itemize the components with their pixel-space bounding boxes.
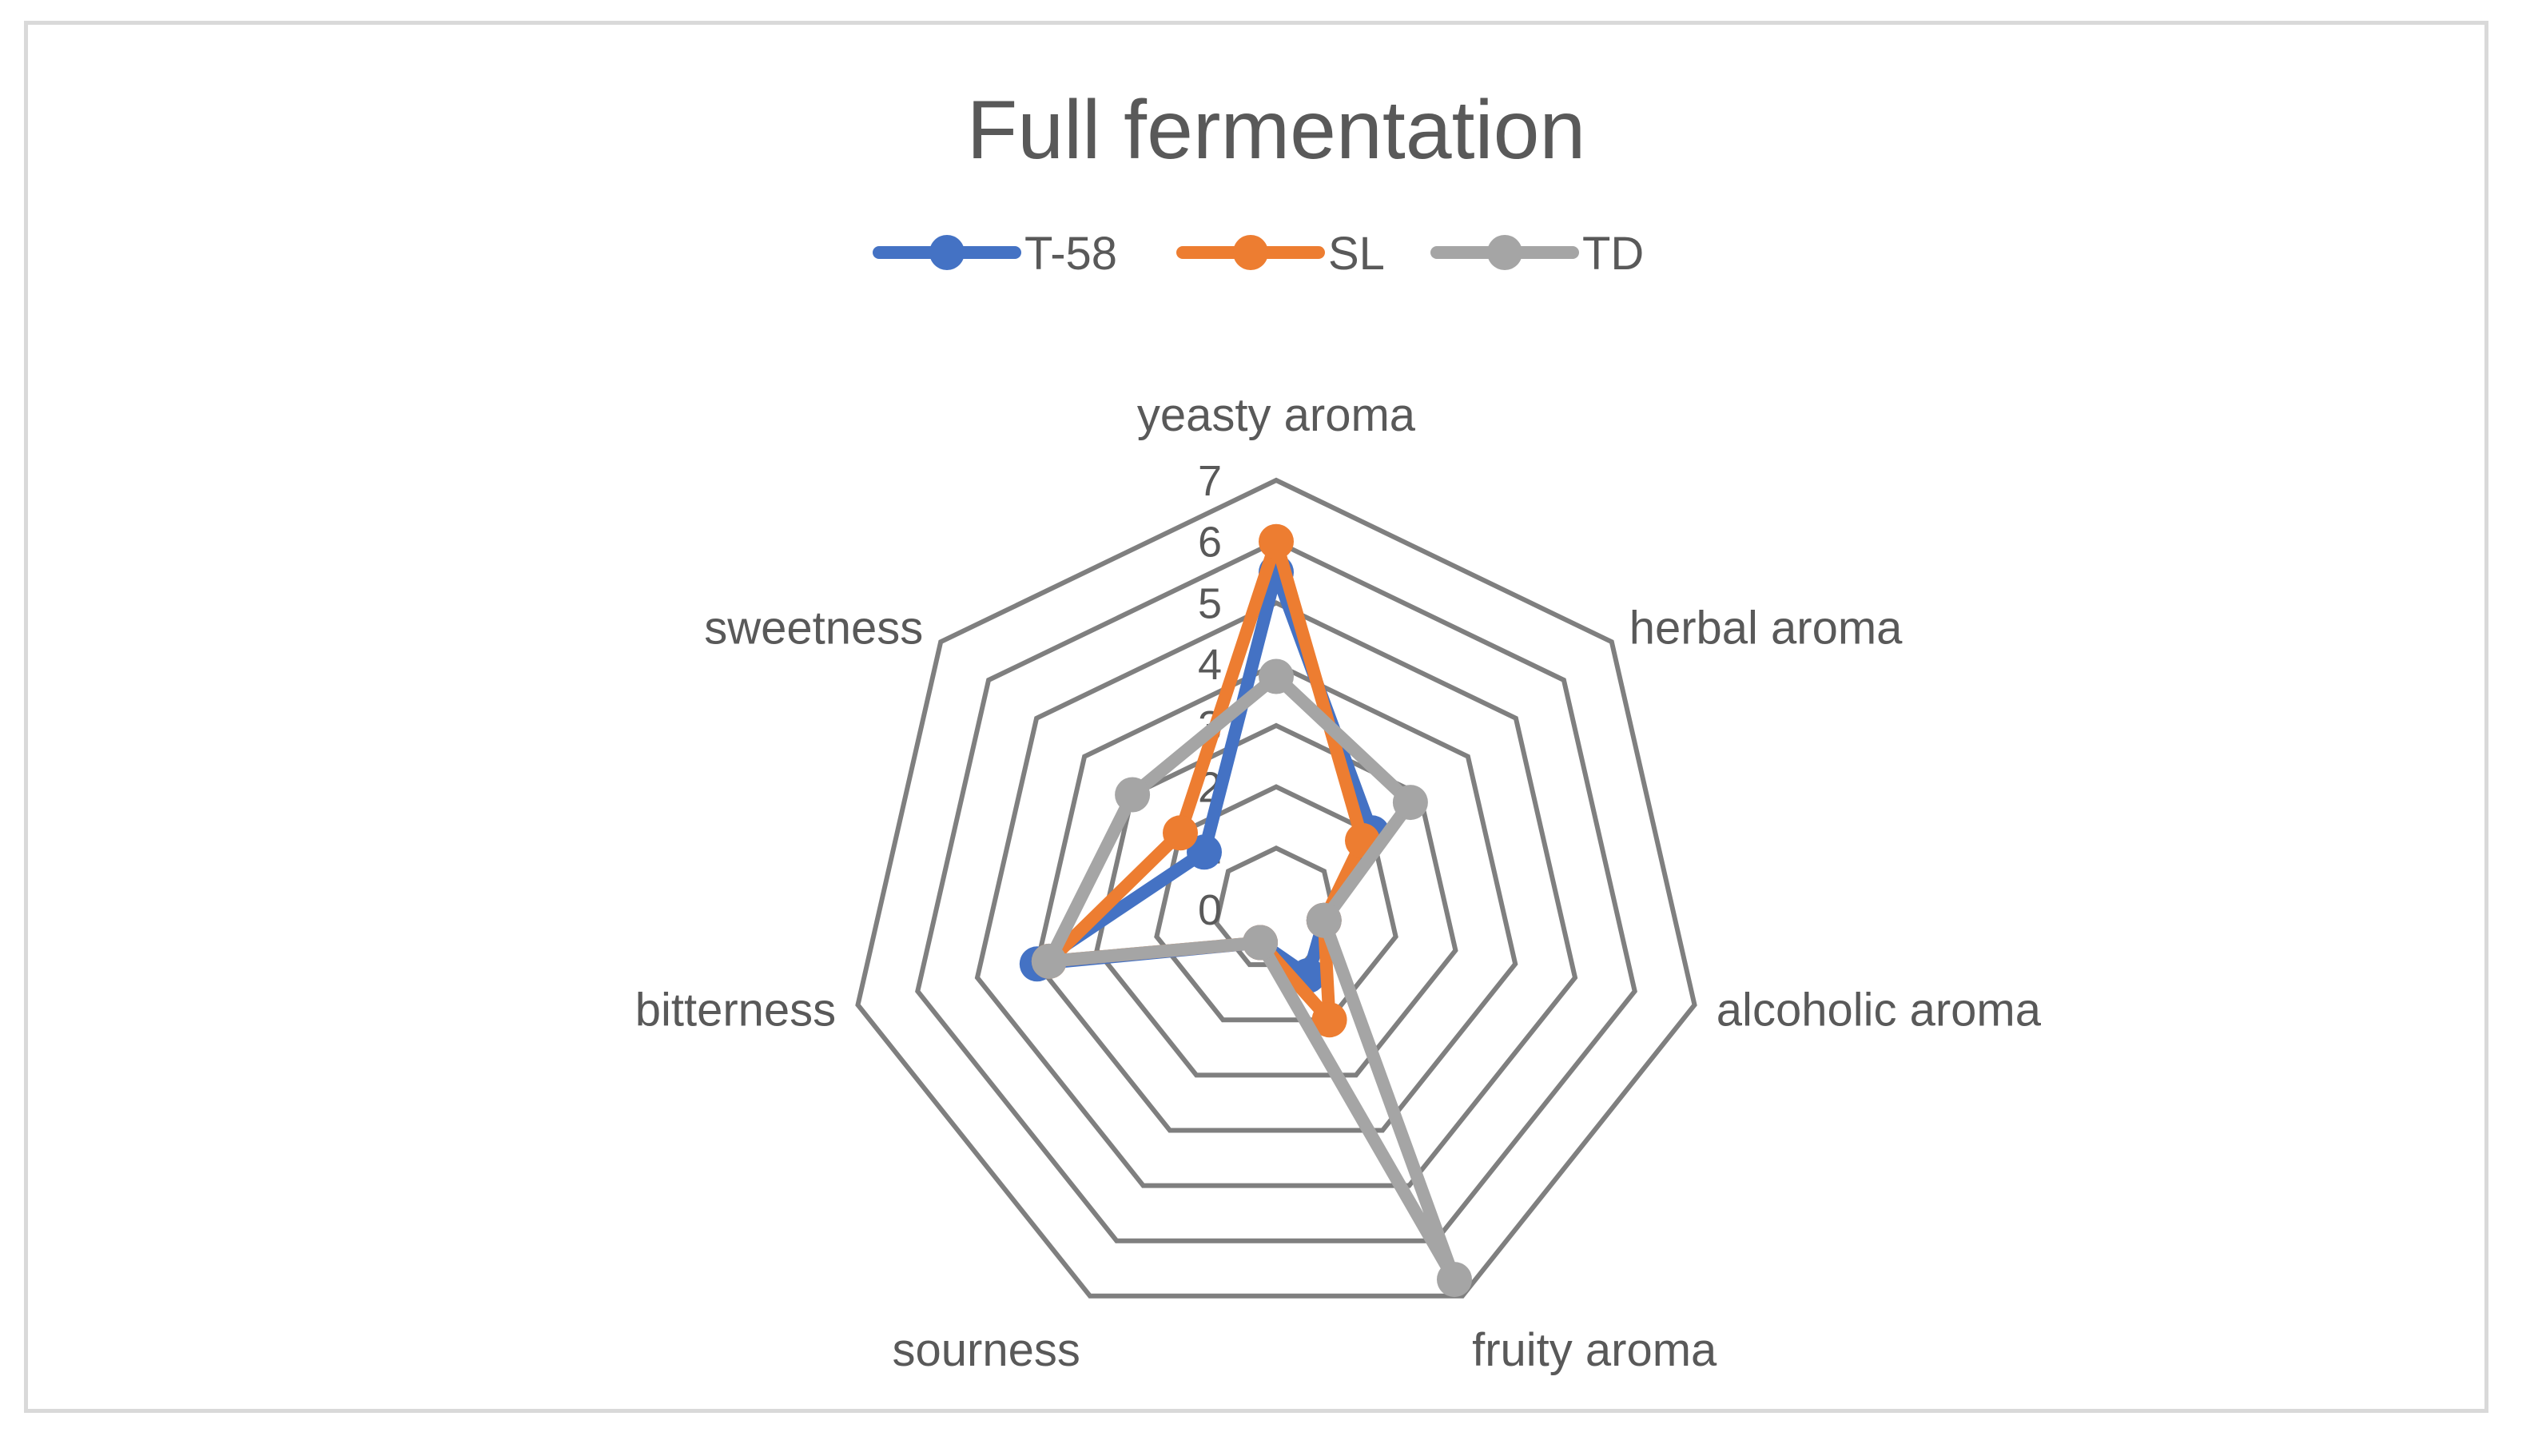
point-sl-yeasty-aroma: [1259, 523, 1294, 559]
point-td-yeasty-aroma: [1259, 658, 1294, 694]
grid-ring-4: [1034, 661, 1518, 1133]
tick-label-7: 7: [1198, 457, 1222, 505]
tick-label-4: 4: [1198, 641, 1222, 689]
point-td-fruity-aroma: [1437, 1262, 1472, 1298]
legend: T-58 SL TD: [873, 228, 1644, 280]
axis-label-herbal-aroma: herbal aroma: [1629, 603, 1903, 654]
axis-label-sourness: sourness: [893, 1324, 1080, 1376]
axis-label-bitterness: bitterness: [635, 985, 836, 1036]
legend-swatch-marker: [1487, 235, 1522, 270]
grid-ring-7: [855, 477, 1697, 1299]
tick-label-5: 5: [1198, 579, 1222, 627]
legend-item-t-58: T-58: [873, 228, 1117, 280]
point-td-bitterness: [1031, 943, 1067, 979]
point-td-sourness: [1243, 925, 1278, 961]
radar-grid: [855, 477, 1697, 1299]
axis-label-alcoholic-aroma: alcoholic aroma: [1717, 985, 2042, 1036]
point-td-sweetness: [1115, 777, 1151, 813]
point-td-herbal-aroma: [1392, 785, 1428, 821]
axis-label-sweetness: sweetness: [704, 603, 923, 654]
series-group: [1019, 523, 1472, 1298]
legend-swatch-marker: [929, 235, 965, 270]
grid-ring-5: [974, 600, 1578, 1188]
point-sl-fruity-aroma: [1311, 1002, 1347, 1038]
axis-labels: yeasty aroma herbal aroma alcoholic aroma f…: [635, 389, 2042, 1376]
axis-label-fruity-aroma: fruity aroma: [1472, 1324, 1717, 1376]
legend-label: SL: [1328, 228, 1385, 280]
point-td-alcoholic-aroma: [1306, 902, 1342, 938]
tick-label-0: 0: [1198, 886, 1222, 934]
point-t-58-sweetness: [1187, 834, 1222, 870]
grid-ring-6: [915, 539, 1637, 1243]
tick-label-6: 6: [1198, 519, 1222, 567]
legend-label: T-58: [1024, 228, 1117, 280]
axis-label-yeasty-aroma: yeasty aroma: [1137, 389, 1416, 441]
legend-label: TD: [1582, 228, 1644, 280]
series-td: [1031, 658, 1472, 1298]
legend-item-td: TD: [1430, 228, 1644, 280]
point-sl-sweetness: [1163, 815, 1198, 851]
legend-item-sl: SL: [1176, 228, 1385, 280]
legend-swatch-marker: [1233, 235, 1268, 270]
series-line-td: [1042, 670, 1461, 1287]
chart-title: Full fermentation: [967, 84, 1586, 177]
